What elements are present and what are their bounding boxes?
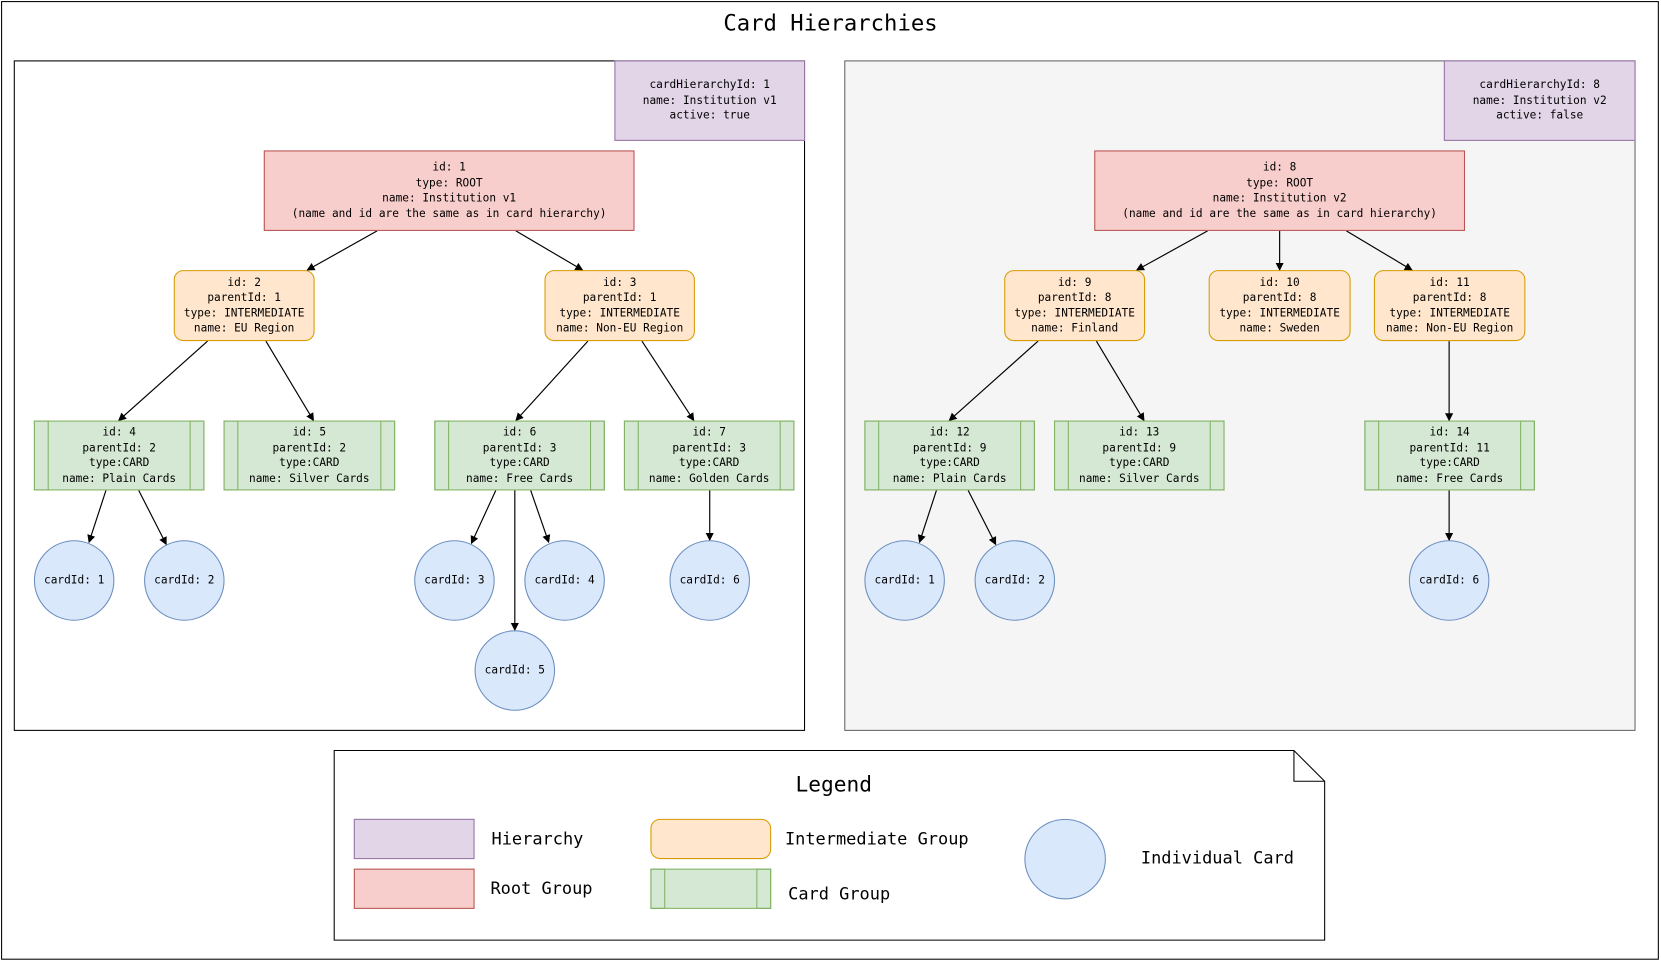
card-node: cardId: 2: [974, 540, 1056, 621]
legend-title: Legend: [795, 771, 873, 797]
card-group-label: id: 6 parentId: 3 type:CARD name: Free C…: [466, 425, 574, 485]
edge-9-13: [1095, 340, 1145, 422]
intermediate-group-11: id: 11 parentId: 8 type: INTERMEDIATE na…: [1373, 270, 1526, 342]
edge-12-card1: [917, 490, 937, 544]
edge-1-2: [306, 230, 378, 271]
legend-card-swatch: [1024, 818, 1106, 900]
card-group-13: id: 13 parentId: 9 type:CARD name: Silve…: [1054, 420, 1225, 491]
card-node: cardId: 2: [144, 540, 225, 621]
edge-6-card4: [530, 490, 551, 544]
edge-6-card3: [470, 490, 497, 545]
edge-12-card2: [967, 490, 997, 546]
card-group-12: id: 12 parentId: 9 type:CARD name: Plain…: [864, 420, 1035, 491]
intermediate-group-label: id: 11 parentId: 8 type: INTERMEDIATE na…: [1386, 275, 1514, 335]
intermediate-group-label: id: 2 parentId: 1 type: INTERMEDIATE nam…: [183, 275, 305, 335]
root-group-label: id: 1 type: ROOT name: Institution v1 (n…: [291, 161, 607, 220]
card-group-4: id: 4 parentId: 2 type:CARD name: Plain …: [33, 420, 205, 491]
legend-card-group-label: Card Group: [788, 883, 891, 904]
root-group-8: id: 8 type: ROOT name: Institution v2 (n…: [1094, 150, 1466, 231]
root-group-label: id: 8 type: ROOT name: Institution v2 (n…: [1122, 161, 1438, 220]
edge-2-4: [118, 340, 209, 422]
hierarchy-info-1: cardHierarchyId: 1 name: Institution v1 ac…: [614, 60, 806, 141]
edge-2-5: [265, 340, 315, 422]
edge-4-card1: [87, 490, 107, 544]
intermediate-group-2: id: 2 parentId: 1 type: INTERMEDIATE nam…: [173, 270, 315, 342]
legend-hierarchy-swatch: [353, 818, 475, 860]
edge-3-7: [641, 340, 695, 422]
legend-intermediate-label: Intermediate Group: [784, 828, 969, 849]
legend-hierarchy-label: Hierarchy: [491, 828, 584, 849]
card-group-label: id: 4 parentId: 2 type:CARD name: Plain …: [62, 425, 177, 485]
card-group-label: id: 13 parentId: 9 type:CARD name: Silve…: [1078, 425, 1200, 485]
hierarchy-id: cardHierarchyId: 8: [1479, 78, 1600, 92]
legend-card-label: Individual Card: [1140, 847, 1294, 868]
card-node: cardId: 3: [414, 540, 495, 621]
edge-9-12: [948, 340, 1039, 422]
card-node: cardId: 6: [669, 540, 750, 621]
diagram-title: Card Hierarchies: [723, 10, 938, 37]
edge-3-6: [515, 340, 589, 422]
root-group-1: id: 1 type: ROOT name: Institution v1 (n…: [263, 150, 635, 231]
card-group-5: id: 5 parentId: 2 type:CARD name: Silver…: [223, 420, 396, 491]
intermediate-group-3: id: 3 parentId: 1 type: INTERMEDIATE nam…: [544, 270, 695, 342]
edge-1-3: [515, 230, 584, 271]
edge-8-11: [1346, 230, 1413, 271]
intermediate-group-10: id: 10 parentId: 8 type: INTERMEDIATE na…: [1208, 270, 1351, 342]
card-group-6: id: 6 parentId: 3 type:CARD name: Free C…: [434, 420, 605, 491]
intermediate-group-label: id: 9 parentId: 8 type: INTERMEDIATE nam…: [1014, 275, 1135, 335]
card-group-label: id: 14 parentId: 11 type:CARD name: Free…: [1396, 425, 1504, 485]
card-group-14: id: 14 parentId: 11 type:CARD name: Free…: [1364, 420, 1535, 491]
legend-intermediate-swatch: [650, 818, 772, 860]
hierarchy-name: name: Institution v2: [1472, 94, 1607, 107]
intermediate-group-9: id: 9 parentId: 8 type: INTERMEDIATE nam…: [1004, 270, 1146, 342]
card-group-label: id: 12 parentId: 9 type:CARD name: Plain…: [892, 425, 1007, 485]
card-node: cardId: 4: [524, 540, 605, 621]
hierarchy-active: active: false: [1496, 109, 1584, 123]
card-node: cardId: 6: [1408, 540, 1490, 621]
hierarchy-id: cardHierarchyId: 1: [649, 78, 770, 92]
card-node: cardId: 1: [864, 540, 945, 621]
card-group-7: id: 7 parentId: 3 type:CARD name: Golden…: [623, 420, 795, 491]
card-node: cardId: 1: [33, 540, 115, 621]
legend-root-swatch: [353, 868, 475, 909]
legend-root-label: Root Group: [490, 878, 593, 899]
legend-card-group-swatch: [650, 868, 772, 909]
edge-8-9: [1135, 230, 1208, 271]
intermediate-group-label: id: 3 parentId: 1 type: INTERMEDIATE nam…: [556, 275, 684, 335]
hierarchy-active: active: true: [669, 109, 750, 123]
hierarchy-name: name: Institution v1: [642, 94, 777, 107]
card-group-label: id: 5 parentId: 2 type:CARD name: Silver…: [249, 425, 370, 485]
intermediate-group-label: id: 10 parentId: 8 type: INTERMEDIATE na…: [1219, 275, 1340, 335]
edge-4-card2: [138, 490, 167, 546]
hierarchy-info-8: cardHierarchyId: 8 name: Institution v2 ac…: [1443, 60, 1636, 141]
card-group-label: id: 7 parentId: 3 type:CARD name: Golden…: [648, 425, 770, 485]
card-node: cardId: 5: [474, 630, 556, 711]
